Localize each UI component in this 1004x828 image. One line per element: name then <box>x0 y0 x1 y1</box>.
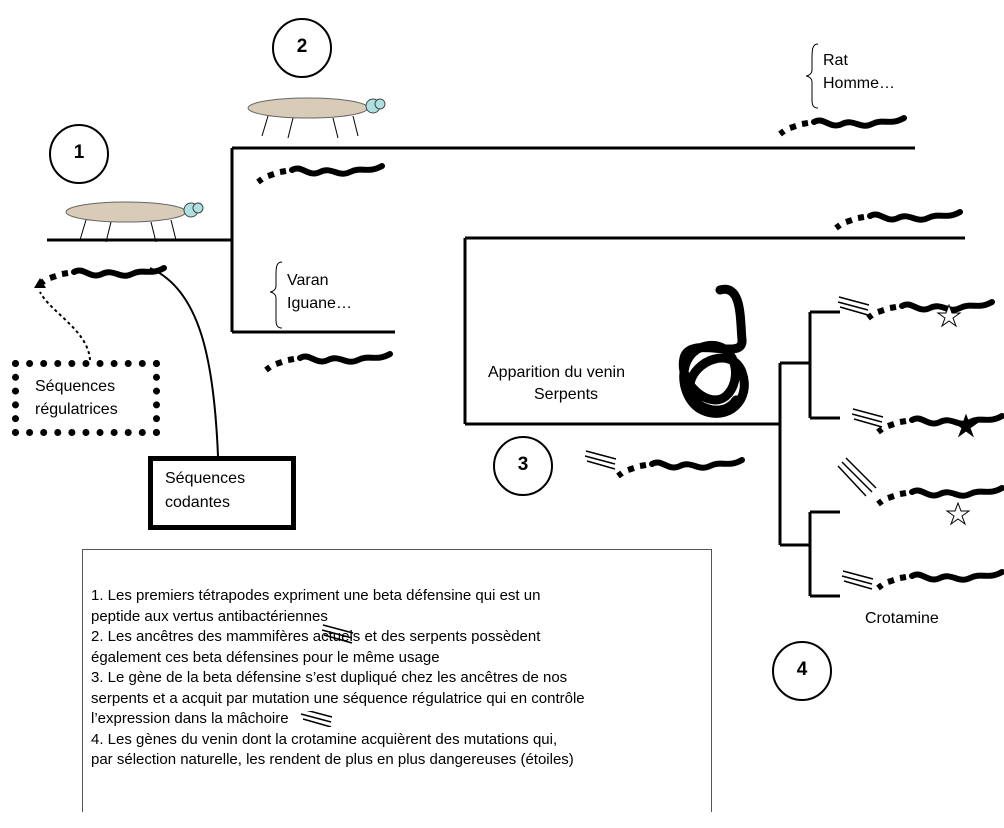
legend-line: par sélection naturelle, les rendent de … <box>91 751 574 768</box>
step-marker-circle <box>772 641 832 701</box>
rat-brace <box>805 43 819 109</box>
legend-box: 1. Les premiers tétrapodes expriment une… <box>82 549 712 812</box>
step-marker-4: 4 <box>796 659 808 680</box>
gene-icon <box>780 118 904 134</box>
coding-line <box>149 267 219 457</box>
gene-icon <box>618 460 742 476</box>
venom-gland-icon <box>678 284 749 418</box>
animal-icon <box>247 97 386 139</box>
coding-sequences-box <box>148 456 296 530</box>
regulatory-box-line1: Séquences <box>35 378 116 395</box>
regulatory-box-line2: régulatrices <box>35 401 118 418</box>
step-marker-2: 2 <box>296 36 308 57</box>
legend-line-text: l’expression dans la mâchoire <box>91 710 289 727</box>
gene-icon <box>258 166 382 182</box>
legend-line: 3. Le gène de la beta défensine s’est du… <box>91 669 568 686</box>
animal-icon <box>65 201 204 243</box>
coding-box-line1: Séquences <box>165 470 246 487</box>
legend-line: 2. Les ancêtres des mammifères actuels e… <box>91 628 541 645</box>
label-iguane: Iguane… <box>287 295 352 312</box>
legend-line: également ces beta défensines pour le mê… <box>91 648 440 666</box>
gene-icon <box>878 572 1002 588</box>
varan-brace <box>269 261 283 329</box>
gene-icon <box>266 354 390 370</box>
label-venom-appearance: Apparition du venin <box>488 364 625 381</box>
regulatory-sequence-icon <box>300 708 332 728</box>
step-marker-3: 3 <box>517 454 529 475</box>
regulatory-arrow <box>39 291 91 361</box>
star-icon <box>946 502 970 525</box>
regulatory-sequence-icon <box>841 570 874 590</box>
legend-line: l’expression dans la mâchoire <box>91 708 585 730</box>
label-crotamine: Crotamine <box>865 610 939 627</box>
gene-icon <box>878 416 1002 432</box>
gene-icon <box>878 488 1002 504</box>
coding-box-line2: codantes <box>165 494 230 511</box>
gene-icon <box>836 212 960 228</box>
regulatory-sequences-box <box>12 360 160 436</box>
gene-icon <box>868 302 992 318</box>
legend-text: 1. Les premiers tétrapodes expriment une… <box>91 586 585 771</box>
legend-line: 4. Les gènes du venin dont la crotamine … <box>91 730 558 748</box>
label-varan: Varan <box>287 272 329 289</box>
gene-icon <box>40 268 164 284</box>
regulatory-sequence-icon <box>837 296 870 316</box>
step-marker-1: 1 <box>73 142 85 163</box>
tree-branches <box>47 146 965 598</box>
regulatory-sequence-icon <box>851 408 884 428</box>
step-marker-circle <box>49 124 109 184</box>
step-marker-circle <box>493 436 553 496</box>
label-rat: Rat <box>823 52 848 69</box>
label-serpents: Serpents <box>534 386 599 403</box>
regulatory-sequence-icon <box>584 450 617 470</box>
label-homme: Homme… <box>823 75 896 92</box>
legend-line: 1. Les premiers tétrapodes expriment une… <box>91 587 541 604</box>
step-marker-circle <box>272 18 332 78</box>
legend-line: peptide aux vertus antibactériennes <box>91 607 328 625</box>
legend-line: serpents et a acquit par mutation une sé… <box>91 689 585 707</box>
regulatory-sequence-icon <box>837 457 877 497</box>
